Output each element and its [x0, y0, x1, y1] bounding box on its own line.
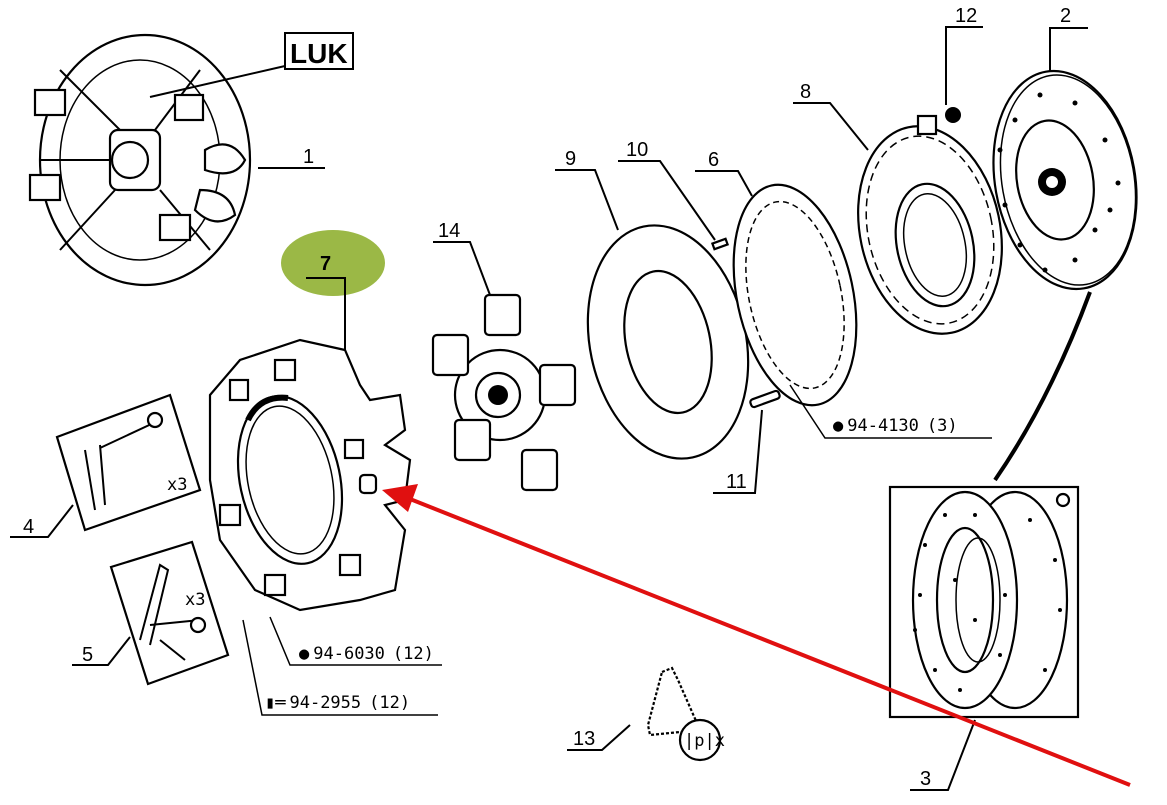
svg-text:11: 11 [726, 471, 747, 493]
part-2-to-3-connector [993, 291, 1092, 482]
svg-text:|p|x: |p|x [684, 731, 725, 751]
svg-text:▮═94-2955(12): ▮═94-2955(12) [265, 693, 410, 713]
part-7-highlight: 7 [281, 230, 385, 350]
svg-text:2: 2 [1060, 5, 1071, 27]
svg-text:●94-4130(3): ●94-4130(3) [833, 416, 958, 436]
part-6-friction-ring: 6 [695, 149, 858, 407]
part-7-cover-plate [208, 338, 412, 612]
part-3-lining-kit: 3 [888, 485, 1080, 791]
part-2-clutch-disc: 2 [992, 5, 1138, 291]
svg-text:x3: x3 [185, 590, 205, 610]
svg-text:12: 12 [955, 5, 977, 27]
lining-rivets [913, 513, 1062, 692]
reference-94-2955: ▮═94-2955(12) [242, 619, 438, 716]
svg-text:5: 5 [82, 644, 93, 666]
part-1-clutch-assembly [28, 33, 252, 287]
svg-text:3: 3 [920, 768, 931, 790]
svg-text:6: 6 [708, 149, 719, 171]
luk-brand-callout: LUK [149, 32, 354, 98]
part-12-nut: 12 [945, 5, 983, 123]
svg-text:14: 14 [438, 220, 460, 242]
part-4-lever-kit: x3 4 [10, 393, 202, 538]
reference-94-4130: ●94-4130(3) [789, 384, 992, 439]
svg-text:x3: x3 [167, 475, 187, 495]
svg-text:9: 9 [565, 148, 576, 170]
part-11-stud: 11 [713, 389, 781, 494]
svg-text:8: 8 [800, 81, 811, 103]
part-13-fastener-kit: |p|x 13 [567, 666, 725, 762]
part-14-driven-disc: 14 [431, 220, 577, 492]
part-10-pin: 10 [618, 139, 730, 251]
part-5-lever-kit: x3 5 [72, 540, 230, 686]
svg-text:7: 7 [320, 253, 331, 275]
part-9-intermediate-plate: 9 [555, 148, 750, 460]
svg-text:●94-6030(12): ●94-6030(12) [299, 644, 434, 664]
svg-text:4: 4 [23, 516, 34, 538]
part-8-pressure-plate: 8 [793, 81, 1003, 335]
callout-1: 1 [258, 146, 325, 169]
annotation-arrow [382, 484, 1131, 787]
disc-rivets [997, 92, 1121, 273]
reference-94-6030: ●94-6030(12) [269, 616, 442, 666]
svg-text:13: 13 [573, 728, 595, 750]
svg-text:1: 1 [303, 146, 314, 168]
svg-text:10: 10 [626, 139, 648, 161]
luk-label: LUK [290, 38, 348, 69]
